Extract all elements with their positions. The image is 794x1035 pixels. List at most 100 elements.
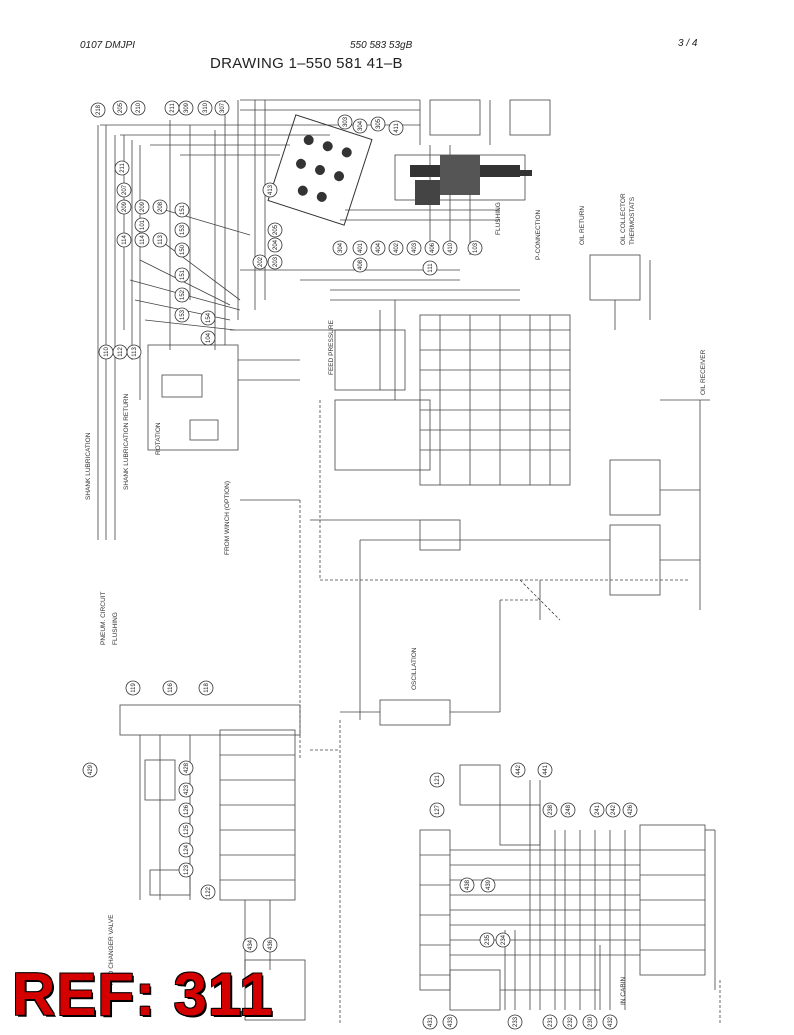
callout-circle <box>589 802 605 818</box>
callout-number: 211 <box>120 163 126 173</box>
callout-number: 151 <box>180 204 186 215</box>
part-callout: 436 <box>262 937 278 953</box>
callout-circle <box>178 802 194 818</box>
callout-circle <box>406 240 422 256</box>
callout-circle <box>622 802 638 818</box>
part-callout: 431 <box>422 1014 438 1030</box>
callout-circle <box>480 877 496 893</box>
callout-number: 112 <box>118 347 124 357</box>
part-callout: 152 <box>174 287 190 303</box>
callout-number: 309 <box>184 102 190 113</box>
callout-number: 438 <box>465 879 471 890</box>
part-callout: 211 <box>114 160 130 176</box>
label-rotation: ROTATION <box>155 422 162 455</box>
label-pneum-circuit: PNEUM. CIRCUIT <box>100 592 107 645</box>
callout-circle <box>198 680 214 696</box>
callout-number: 403 <box>412 242 418 253</box>
callout-number: 410 <box>448 242 454 253</box>
callout-number: 439 <box>486 879 492 890</box>
part-callout: 429 <box>82 762 98 778</box>
part-callout: 150 <box>174 242 190 258</box>
part-callout: 153 <box>174 307 190 323</box>
part-callout: 406 <box>424 240 440 256</box>
part-callout: 114 <box>134 232 150 248</box>
callout-number: 152 <box>180 289 186 300</box>
callout-number: 209 <box>140 201 146 212</box>
callout-number: 426 <box>628 804 634 815</box>
page-number: 3 / 4 <box>678 38 698 49</box>
reference-label: REF: 311 <box>12 961 274 1028</box>
callout-circle <box>562 1014 578 1030</box>
callout-number: 404 <box>376 242 382 253</box>
part-callout: 410 <box>442 240 458 256</box>
callout-number: 242 <box>611 804 617 815</box>
callout-number: 434 <box>248 939 254 950</box>
callout-number: 205 <box>118 102 124 113</box>
part-callout: 113 <box>152 232 168 248</box>
callout-number: 121 <box>435 774 441 785</box>
part-callout: 242 <box>605 802 621 818</box>
callout-circle <box>116 199 132 215</box>
part-callout: 103 <box>467 240 483 256</box>
callout-number: 406 <box>430 242 436 253</box>
part-callout: 111 <box>422 260 438 276</box>
callout-number: 207 <box>122 184 128 195</box>
callout-circle <box>162 680 178 696</box>
callout-number: 310 <box>203 102 209 113</box>
part-callout: 211 <box>164 100 180 116</box>
callout-circle <box>174 242 190 258</box>
callout-number: 436 <box>268 939 274 950</box>
callout-circle <box>352 240 368 256</box>
callout-number: 114 <box>140 235 146 245</box>
part-callout: 230 <box>582 1014 598 1030</box>
callout-number: 209 <box>122 201 128 212</box>
callout-circle <box>116 182 132 198</box>
callout-number: 101 <box>140 219 146 230</box>
part-callout: 411 <box>388 120 404 136</box>
callout-circle <box>495 932 511 948</box>
callout-circle <box>352 118 368 134</box>
callout-circle <box>262 937 278 953</box>
callout-number: 304 <box>358 120 364 131</box>
label-feed-pressure: FEED PRESSURE <box>328 319 335 375</box>
callout-number: 428 <box>184 762 190 773</box>
callout-number: 423 <box>184 784 190 795</box>
callout-circle <box>542 1014 558 1030</box>
callout-circle <box>267 222 283 238</box>
part-callout: 104 <box>200 330 216 346</box>
part-callout: 241 <box>589 802 605 818</box>
callout-number: 231 <box>548 1016 554 1027</box>
callout-circle <box>605 802 621 818</box>
callout-number: 429 <box>88 764 94 775</box>
callout-circle <box>178 782 194 798</box>
callout-number: 305 <box>376 118 382 129</box>
part-callout: 309 <box>178 100 194 116</box>
part-callout: 304 <box>352 118 368 134</box>
part-callout: 303 <box>337 114 353 130</box>
callout-circle <box>134 217 150 233</box>
part-callout: 403 <box>406 240 422 256</box>
label-oil-collector: OIL COLLECTOR <box>620 193 627 245</box>
part-callout: 234 <box>495 932 511 948</box>
callout-number: 110 <box>104 347 110 357</box>
callout-number: 401 <box>358 242 364 253</box>
part-callout: 423 <box>178 782 194 798</box>
part-callout: 305 <box>370 116 386 132</box>
part-callout: 151 <box>174 202 190 218</box>
part-callout: 112 <box>112 344 128 360</box>
part-callout: 205 <box>267 222 283 238</box>
callout-number: 153 <box>180 224 186 235</box>
part-number: 550 583 53gB <box>350 40 413 51</box>
callout-number: 432 <box>608 1016 614 1027</box>
callout-circle <box>114 160 130 176</box>
callout-number: 413 <box>268 184 274 195</box>
callout-number: 154 <box>206 312 212 323</box>
callout-circle <box>134 199 150 215</box>
callout-number: 307 <box>220 102 226 113</box>
callout-circle <box>507 1014 523 1030</box>
callout-circle <box>442 1014 458 1030</box>
callout-number: 123 <box>184 864 190 875</box>
part-callout: 208 <box>152 199 168 215</box>
part-callout: 413 <box>262 182 278 198</box>
callout-number: 441 <box>543 764 549 775</box>
